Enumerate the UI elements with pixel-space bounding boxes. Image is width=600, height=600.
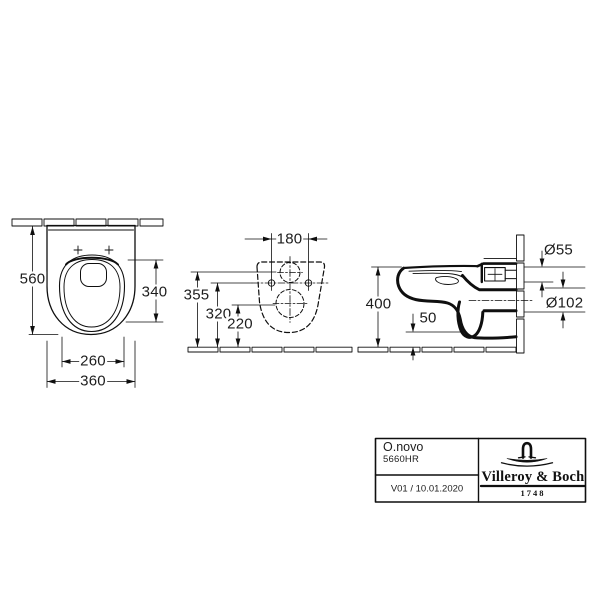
brand-founded-year: 1748 <box>520 487 546 498</box>
dim-50 <box>405 313 464 361</box>
floor-hatch-side-view <box>357 346 517 353</box>
seat-outer <box>58 254 126 333</box>
seat-inner <box>63 259 121 328</box>
dim-label-inlet-height: 355 <box>182 286 211 304</box>
title-block-series-name: O.novo <box>383 440 424 454</box>
dim-360 <box>46 340 136 388</box>
floor-hatch-rear-view <box>187 346 353 353</box>
toilet-body-outline <box>46 224 136 336</box>
dim-label-top-height: 560 <box>18 270 47 288</box>
rear-view-drawing <box>187 233 353 353</box>
dim-355 <box>190 271 277 348</box>
rear-body-dashed-outline <box>256 261 326 334</box>
dim-label-outlet-height: 220 <box>226 315 254 333</box>
brand-name: Villeroy & Boch <box>481 468 585 485</box>
villeroy-boch-logo-icon <box>479 441 586 488</box>
dim-label-overall-width: 360 <box>79 372 107 390</box>
dim-label-clearance: 50 <box>418 309 438 327</box>
title-block-frame <box>374 437 587 503</box>
dim-outlet-diameter <box>523 271 586 329</box>
dim-label-inlet-diameter: Ø55 <box>543 241 574 259</box>
title-block-version-date: V01 / 10.01.2020 <box>390 483 464 495</box>
wall-hatch-top-view <box>11 218 164 227</box>
wall-hatch-side-view <box>516 234 525 354</box>
dim-label-bowl-depth: 340 <box>140 283 169 301</box>
dim-label-rim-height: 400 <box>364 295 393 313</box>
dim-label-seat-width: 260 <box>79 352 107 370</box>
side-view-drawing <box>357 234 586 361</box>
dim-label-outlet-diameter: Ø102 <box>544 294 585 312</box>
hinge-marks <box>73 245 114 255</box>
dim-inlet-diameter <box>523 250 586 298</box>
top-view-drawing <box>11 218 164 388</box>
title-block-article-number: 5660HR <box>383 454 420 465</box>
flush-opening <box>80 263 107 287</box>
toilet-side-profile <box>396 258 534 340</box>
dim-label-hole-spacing: 180 <box>275 230 304 248</box>
dim-label-fixing-height: 320 <box>204 305 233 323</box>
